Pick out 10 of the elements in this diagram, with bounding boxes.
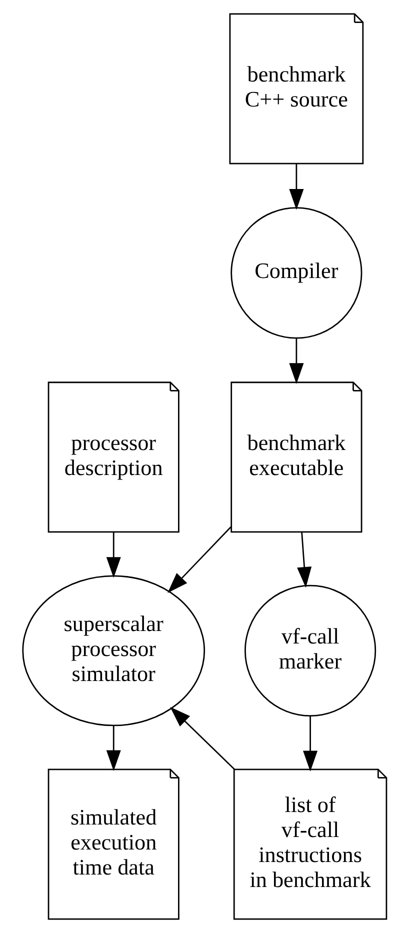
arrow — [106, 725, 121, 771]
arrow — [289, 164, 304, 210]
arrow — [297, 532, 312, 588]
node-circle: Compiler — [230, 207, 362, 339]
arrow — [289, 338, 304, 384]
arrow — [106, 532, 121, 578]
arrow — [170, 706, 235, 770]
arrow — [303, 716, 318, 772]
arrow — [168, 526, 232, 594]
node-circle: vf-call marker — [244, 584, 376, 716]
